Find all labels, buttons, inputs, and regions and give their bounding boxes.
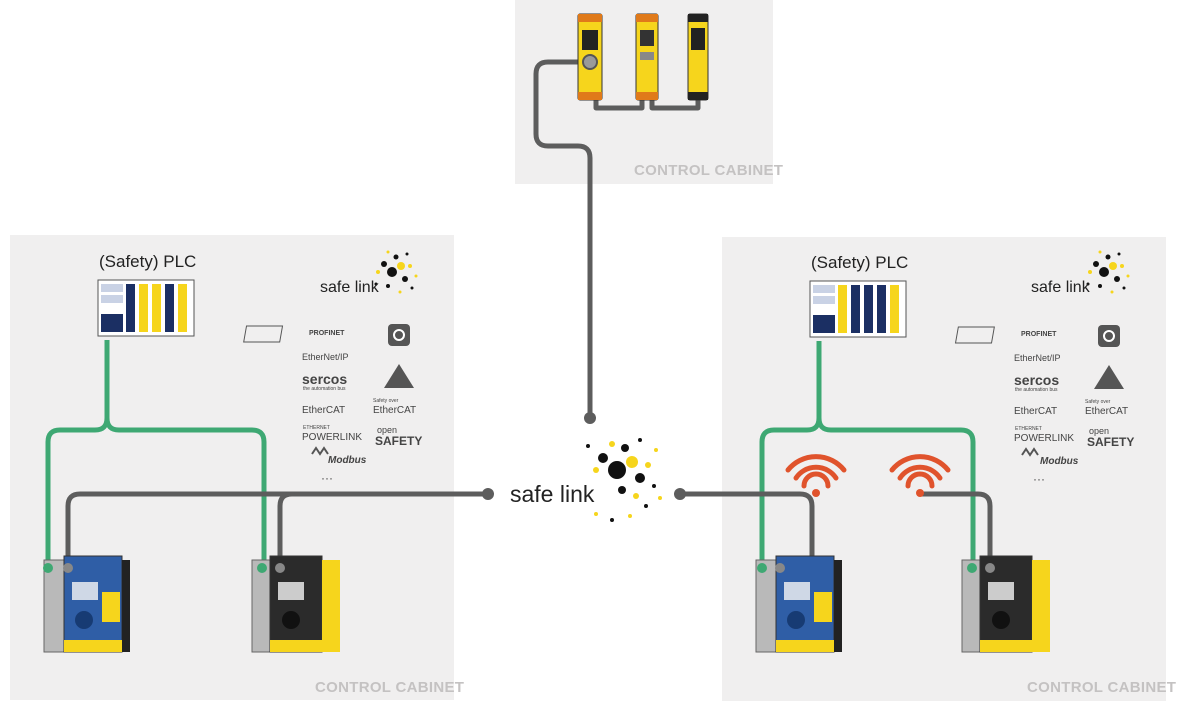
cabinet-label-right: CONTROL CABINET xyxy=(1027,679,1177,696)
sercos-logo: sercos xyxy=(1014,372,1060,388)
plc-right xyxy=(809,280,907,338)
protocol-icons-left xyxy=(243,324,414,456)
ethercat-logo: EtherCAT xyxy=(1014,406,1058,417)
top-module-2 xyxy=(635,13,659,101)
powerlink-logo: POWERLINK xyxy=(1014,433,1075,444)
opensafety-logo: SAFETY xyxy=(1087,435,1135,449)
plc-label-left: (Safety) PLC xyxy=(99,252,197,271)
cabinet-label-top: CONTROL CABINET xyxy=(634,162,784,179)
protocol-icons-right xyxy=(954,325,1124,457)
more-protocols: ··· xyxy=(321,471,333,485)
sercos-subtitle: the automation bus xyxy=(1015,387,1058,393)
ethernetip-logo: EtherNet/IP xyxy=(1014,353,1061,363)
cabinet-label-left: CONTROL CABINET xyxy=(315,679,465,696)
plc-cable-right xyxy=(759,341,976,570)
top-module-3 xyxy=(687,13,709,101)
safe-link-logo-right xyxy=(1086,250,1130,294)
sercos-subtitle: the automation bus xyxy=(303,386,346,392)
powerlink-logo: POWERLINK xyxy=(302,432,363,443)
fsoe-logo: EtherCAT xyxy=(1085,406,1129,417)
modbus-logo: Modbus xyxy=(328,455,367,466)
safe-link-logo-left xyxy=(374,250,418,294)
more-protocols: ··· xyxy=(1033,472,1045,486)
opensafety-logo: SAFETY xyxy=(375,434,423,448)
top-module-1 xyxy=(577,13,603,101)
fsoe-subtitle: Safety over xyxy=(373,398,399,404)
top-safety-modules xyxy=(577,13,709,101)
ethercat-logo: EtherCAT xyxy=(302,405,346,416)
safety-controller-right-2 xyxy=(961,555,1050,653)
safe-link-cable xyxy=(65,59,993,570)
profinet-logo: PROFINET xyxy=(309,330,345,337)
ethernetip-logo: EtherNet/IP xyxy=(302,352,349,362)
plc-left xyxy=(97,279,195,337)
fsoe-subtitle: Safety over xyxy=(1085,399,1111,405)
powerlink-subtitle: ETHERNET xyxy=(303,425,330,431)
cable-endpoints xyxy=(482,412,686,500)
safe-link-label-right: safe link xyxy=(1031,279,1090,296)
safety-controller-right-1 xyxy=(755,555,842,653)
opensafety-subtitle: open xyxy=(377,425,398,435)
opensafety-subtitle: open xyxy=(1089,426,1110,436)
plc-label-right: (Safety) PLC xyxy=(811,253,909,272)
profinet-logo: PROFINET xyxy=(1021,331,1057,338)
modbus-logo: Modbus xyxy=(1040,456,1079,467)
fsoe-logo: EtherCAT xyxy=(373,405,417,416)
wireless-icon xyxy=(785,454,847,497)
sercos-logo: sercos xyxy=(302,371,348,387)
plc-cable-left xyxy=(45,340,267,570)
safe-link-label-center: safe link xyxy=(510,481,595,507)
safety-controller-left-2 xyxy=(251,555,340,653)
safety-controller-left-1 xyxy=(43,555,130,653)
wireless-icon xyxy=(889,454,951,497)
safe-link-logo-center xyxy=(586,438,662,522)
safe-link-label-left: safe link xyxy=(320,279,379,296)
powerlink-subtitle: ETHERNET xyxy=(1015,426,1042,432)
